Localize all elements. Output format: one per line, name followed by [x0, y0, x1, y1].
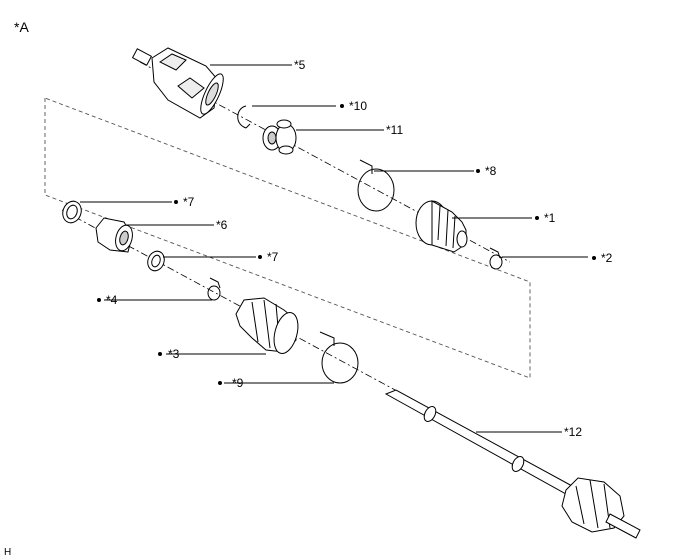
boot-clamp-9 [319, 331, 359, 384]
outboard-boot [415, 200, 468, 253]
tripod-joint [262, 119, 297, 155]
leader-lines [80, 64, 588, 433]
callout-label-1: *1 [544, 211, 556, 225]
callout-label-10: *10 [349, 99, 367, 113]
callout-label-7a: *7 [183, 195, 195, 209]
callout-label-11: *11 [386, 123, 403, 137]
callout-label-3: *3 [168, 347, 180, 361]
callout-label-9: *9 [232, 376, 244, 390]
inboard-joint-body [95, 217, 133, 253]
callout-dots [97, 104, 596, 385]
callout-label-2: *2 [601, 251, 613, 265]
callout-label-12: *12 [564, 425, 582, 439]
outboard-joint-housing [131, 47, 224, 119]
callout-label-8: *8 [485, 164, 497, 178]
ring-7-lower [147, 250, 165, 272]
ring-7-upper [62, 200, 82, 224]
corner-code: H [4, 547, 11, 558]
callout-label-7b: *7 [267, 250, 279, 264]
small-boot-clamp-4 [207, 277, 221, 301]
callout-label-5: *5 [294, 58, 306, 72]
small-boot-clamp-2 [489, 247, 503, 270]
callout-label-4: *4 [106, 293, 118, 307]
view-label: *A [14, 19, 29, 35]
kit-group-frame [44, 97, 531, 379]
callout-label-6: *6 [216, 218, 228, 232]
boot-clamp-8 [357, 159, 395, 212]
snap-ring-10 [237, 105, 251, 129]
drive-shaft [384, 389, 641, 539]
inboard-boot [235, 297, 299, 354]
